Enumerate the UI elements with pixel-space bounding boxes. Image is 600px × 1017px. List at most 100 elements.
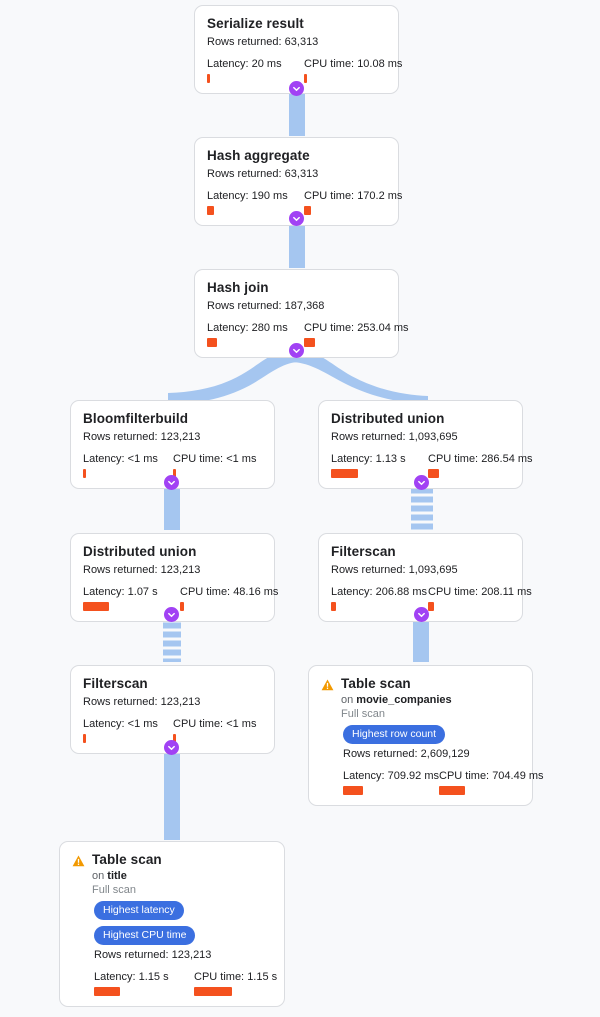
cpu-value: <1 ms xyxy=(226,718,257,730)
latency-value: <1 ms xyxy=(127,718,158,730)
node-header: Filterscan xyxy=(83,675,262,692)
plan-node-table-scan-movie-companies[interactable]: Table scan on movie_companies Full scan … xyxy=(308,665,544,806)
node-header: Table scan on movie_companies Full scan xyxy=(321,675,520,721)
latency-value: <1 ms xyxy=(127,453,158,465)
latency-metric: Latency: 709.92 ms xyxy=(343,770,439,795)
node-metrics: Latency: 20 ms CPU time: 10.08 ms xyxy=(207,58,402,83)
cpu-value: 286.54 ms xyxy=(481,453,533,465)
cpu-metric: CPU time: 48.16 ms xyxy=(180,586,278,611)
node-scan-type: Full scan xyxy=(92,884,137,896)
latency-bar xyxy=(343,786,363,795)
cpu-bar xyxy=(428,469,439,478)
latency-metric: Latency: 190 ms xyxy=(207,190,304,215)
warning-triangle-icon xyxy=(72,854,85,872)
latency-metric: Latency: 1.07 s xyxy=(83,586,180,611)
node-title: Serialize result xyxy=(207,16,304,31)
node-title: Table scan xyxy=(92,852,162,867)
node-title: Filterscan xyxy=(83,676,148,691)
latency-value: 1.07 s xyxy=(127,586,158,598)
rows-returned: Rows returned: 123,213 xyxy=(83,696,201,708)
rows-returned: Rows returned: 187,368 xyxy=(207,300,325,312)
chevron-down-icon xyxy=(293,348,300,354)
cpu-metric: CPU time: <1 ms xyxy=(173,453,256,478)
latency-bar xyxy=(207,206,214,215)
expand-handle-hash-aggregate[interactable] xyxy=(289,211,304,226)
expand-handle-hash-join[interactable] xyxy=(289,343,304,358)
latency-metric: Latency: <1 ms xyxy=(83,453,173,478)
latency-bar xyxy=(83,602,109,611)
node-metrics: Latency: <1 ms CPU time: <1 ms xyxy=(83,453,262,478)
node-title: Hash join xyxy=(207,280,269,295)
cpu-metric: CPU time: <1 ms xyxy=(173,718,256,743)
edge-hashjoin-distributedunion xyxy=(290,350,428,404)
latency-metric: Latency: 1.13 s xyxy=(331,453,428,478)
latency-metric: Latency: 1.15 s xyxy=(94,971,194,996)
cpu-metric: CPU time: 170.2 ms xyxy=(304,190,402,215)
plan-node-serialize-result[interactable]: Serialize result Rows returned: 63,313 L… xyxy=(194,5,402,94)
expand-handle-bloomfilterbuild[interactable] xyxy=(164,475,179,490)
latency-bar xyxy=(207,74,210,83)
cpu-value: 48.16 ms xyxy=(233,586,279,598)
warning-triangle-icon xyxy=(321,678,334,696)
rows-returned: Rows returned: 123,213 xyxy=(83,431,201,443)
latency-bar xyxy=(83,734,86,743)
badge-highest-cpu-time[interactable]: Highest CPU time xyxy=(94,926,196,945)
node-title: Distributed union xyxy=(331,411,445,426)
expand-handle-distributed-union-left[interactable] xyxy=(164,607,179,622)
latency-value: 280 ms xyxy=(251,322,288,334)
chevron-down-icon xyxy=(168,480,175,486)
latency-value: 206.88 ms xyxy=(375,586,428,598)
rows-returned: Rows returned: 123,213 xyxy=(94,949,212,961)
cpu-metric: CPU time: 286.54 ms xyxy=(428,453,533,478)
cpu-value: 10.08 ms xyxy=(357,58,403,70)
rows-returned: Rows returned: 63,313 xyxy=(207,168,319,180)
node-header: Hash aggregate xyxy=(207,147,386,164)
plan-node-distributed-union-right[interactable]: Distributed union Rows returned: 1,093,6… xyxy=(318,400,533,489)
node-title: Hash aggregate xyxy=(207,148,310,163)
plan-node-bloomfilterbuild[interactable]: Bloomfilterbuild Rows returned: 123,213 … xyxy=(70,400,275,489)
expand-handle-serialize-result[interactable] xyxy=(289,81,304,96)
cpu-bar xyxy=(173,734,176,743)
cpu-bar xyxy=(304,74,307,83)
node-metrics: Latency: <1 ms CPU time: <1 ms xyxy=(83,718,262,743)
latency-bar xyxy=(331,469,358,478)
badge-highest-latency[interactable]: Highest latency xyxy=(94,901,184,920)
cpu-bar xyxy=(194,987,232,996)
rows-returned: Rows returned: 2,609,129 xyxy=(343,748,470,760)
chevron-down-icon xyxy=(418,612,425,618)
latency-bar xyxy=(207,338,217,347)
latency-value: 20 ms xyxy=(251,58,282,70)
cpu-bar xyxy=(439,786,465,795)
node-badges: Highest row count xyxy=(343,725,520,744)
node-header: Serialize result xyxy=(207,15,386,32)
latency-value: 1.13 s xyxy=(375,453,406,465)
node-scan-type: Full scan xyxy=(341,708,386,720)
chevron-down-icon xyxy=(418,480,425,486)
cpu-bar xyxy=(173,469,176,478)
latency-metric: Latency: 206.88 ms xyxy=(331,586,428,611)
node-title: Table scan xyxy=(341,676,411,691)
badge-highest-row-count[interactable]: Highest row count xyxy=(343,725,446,744)
node-header: Distributed union xyxy=(331,410,510,427)
latency-value: 709.92 ms xyxy=(387,770,440,782)
chevron-down-icon xyxy=(293,86,300,92)
cpu-value: 253.04 ms xyxy=(357,322,409,334)
cpu-bar xyxy=(304,338,315,347)
cpu-metric: CPU time: 253.04 ms xyxy=(304,322,409,347)
latency-metric: Latency: 280 ms xyxy=(207,322,304,347)
latency-metric: Latency: <1 ms xyxy=(83,718,173,743)
expand-handle-filterscan-right[interactable] xyxy=(414,607,429,622)
latency-metric: Latency: 20 ms xyxy=(207,58,304,83)
node-header: Distributed union xyxy=(83,543,262,560)
cpu-value: 1.15 s xyxy=(247,971,278,983)
expand-handle-distributed-union-right[interactable] xyxy=(414,475,429,490)
node-header: Filterscan xyxy=(331,543,510,560)
expand-handle-filterscan-left[interactable] xyxy=(164,740,179,755)
node-metrics: Latency: 1.13 s CPU time: 286.54 ms xyxy=(331,453,533,478)
plan-node-table-scan-title[interactable]: Table scan on title Full scan Highest la… xyxy=(59,841,285,1007)
node-table-name: on movie_companies xyxy=(341,694,452,706)
cpu-bar xyxy=(180,602,184,611)
plan-node-filterscan-left[interactable]: Filterscan Rows returned: 123,213 Latenc… xyxy=(70,665,275,754)
node-title: Distributed union xyxy=(83,544,197,559)
